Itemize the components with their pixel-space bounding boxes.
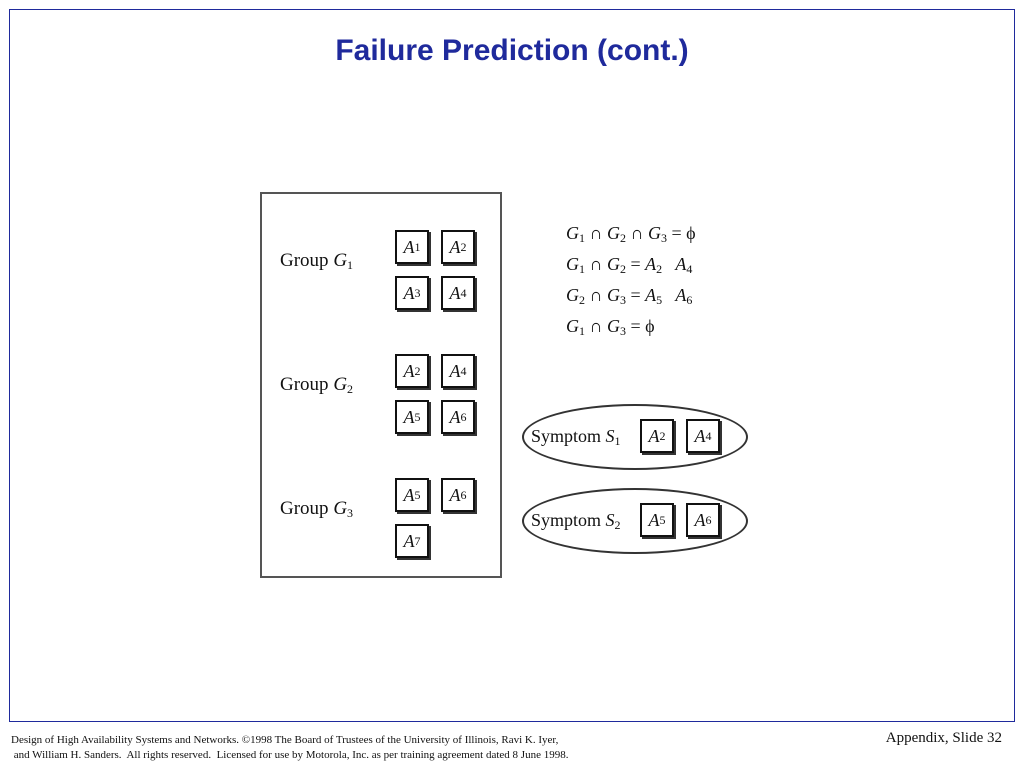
- equation-row: G1 ∩ G2 = A2 A4: [566, 254, 693, 276]
- group-label: Group G2: [280, 374, 354, 396]
- footer-line: Design of High Availability Systems and …: [11, 734, 559, 746]
- footer-copyright: Design of High Availability Systems and …: [11, 733, 568, 763]
- symptom-ellipse: [522, 404, 748, 470]
- intersection-equations: G1 ∩ G2 ∩ G3 = ϕ G1 ∩ G2 = A2 A4 G2 ∩ G3…: [566, 218, 696, 342]
- symptom-ellipse: [522, 488, 748, 554]
- equation-row: G1 ∩ G3 = ϕ: [566, 316, 655, 338]
- symptom-label: Symptom S1: [531, 426, 621, 448]
- group-label: Group G3: [280, 498, 354, 520]
- slide-title: Failure Prediction (cont.): [335, 34, 689, 67]
- equation-row: G2 ∩ G3 = A5 A6: [566, 285, 693, 307]
- footer-line: and William H. Sanders. All rights reser…: [11, 749, 569, 761]
- slide-number: Appendix, Slide 32: [885, 730, 1002, 746]
- symptom-label: Symptom S2: [531, 510, 621, 532]
- equation-row: G1 ∩ G2 ∩ G3 = ϕ: [566, 223, 696, 245]
- slide-frame: [9, 9, 1015, 722]
- group-label: Group G1: [280, 250, 354, 272]
